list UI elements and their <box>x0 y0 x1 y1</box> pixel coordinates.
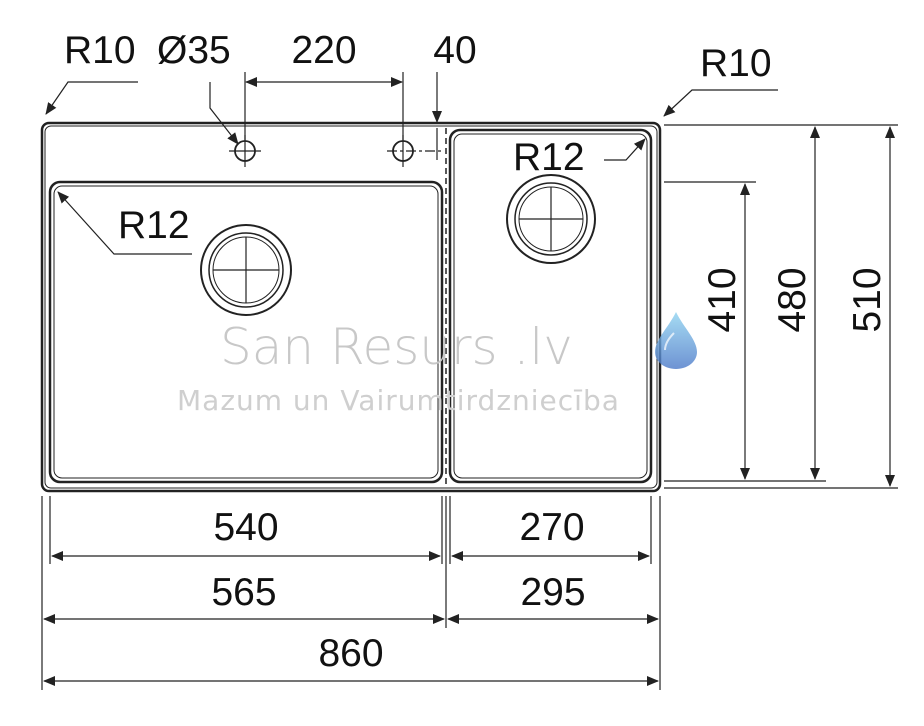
small-bowl <box>448 128 653 484</box>
r10-right-label: R10 <box>700 42 772 85</box>
small-bowl-inner <box>453 133 648 479</box>
r10-left-label: R10 <box>64 29 136 72</box>
r10-right-leader <box>663 89 778 117</box>
sink-outline-inner <box>44 125 658 489</box>
large-bowl <box>48 180 444 484</box>
sink-outline <box>40 121 662 493</box>
dia35-label: Ø35 <box>157 29 231 72</box>
dim-220-label: 220 <box>291 29 356 72</box>
dim-270-label: 270 <box>519 506 584 549</box>
dim-860-label: 860 <box>318 632 383 675</box>
dim-510-label: 510 <box>846 267 889 332</box>
r12-small-leader <box>604 138 646 161</box>
dim-40-label: 40 <box>433 29 476 72</box>
tap-hole-left <box>229 135 261 167</box>
watermark-tagline: Mazum un Vairumtirdzniecība <box>177 384 620 417</box>
dim-410-label: 410 <box>701 267 744 332</box>
dim-565-label: 565 <box>211 571 276 614</box>
large-bowl-drain <box>200 224 292 316</box>
dim-295-label: 295 <box>520 571 585 614</box>
r10-left-leader <box>45 81 138 115</box>
dia35-leader <box>209 82 239 145</box>
r12-large-label: R12 <box>118 204 190 247</box>
large-bowl-inner <box>53 185 439 479</box>
water-drop-icon <box>655 312 697 369</box>
small-bowl-drain <box>506 174 596 264</box>
dim-540-label: 540 <box>213 506 278 549</box>
r12-large-leader <box>57 191 192 255</box>
watermark-brand: San Resurs .lv <box>220 318 573 376</box>
tap-hole-right <box>387 135 443 167</box>
dim-480-label: 480 <box>771 267 814 332</box>
r12-small-label: R12 <box>513 136 585 179</box>
